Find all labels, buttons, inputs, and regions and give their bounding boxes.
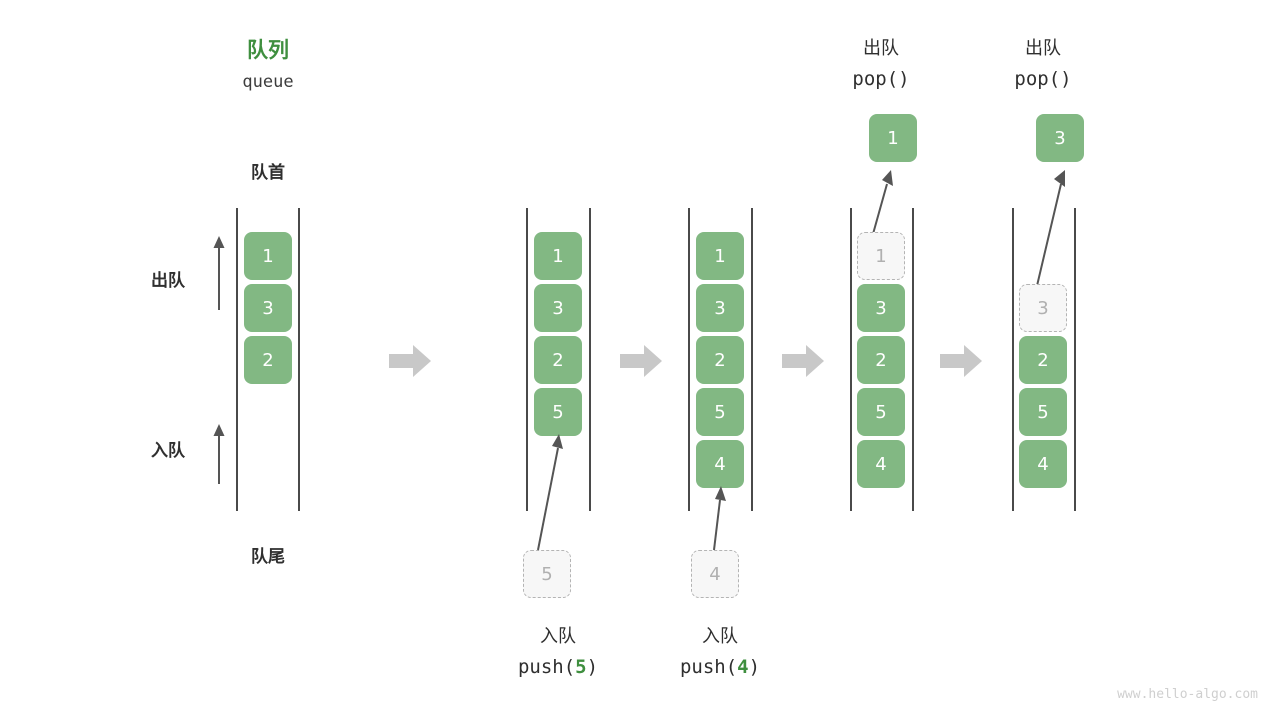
queue-node: 4	[857, 440, 905, 488]
stage-caption-cn: 入队	[540, 626, 576, 647]
queue-rail-right	[589, 208, 591, 511]
rear-label: 队尾	[251, 547, 285, 567]
stage-caption-code: push(5)	[478, 656, 638, 678]
push-prefix: push(	[517, 656, 576, 678]
incoming-ghost-node: 4	[691, 550, 739, 598]
removed-ghost-node: 3	[1019, 284, 1067, 332]
removed-ghost-node: 1	[857, 232, 905, 280]
queue-node: 2	[534, 336, 582, 384]
push-value: 4	[737, 656, 749, 678]
queue-rail-left	[1012, 208, 1014, 511]
pop-arrow	[855, 166, 915, 236]
push-prefix: push(	[679, 656, 738, 678]
queue-title-en: queue	[242, 72, 294, 92]
queue-node: 1	[534, 232, 582, 280]
queue-node: 3	[244, 284, 292, 332]
stage-caption-cn: 出队	[1025, 38, 1061, 59]
push-suffix: )	[748, 656, 761, 678]
queue-node: 3	[534, 284, 582, 332]
stage-caption-cn: 入队	[702, 626, 738, 647]
queue-rail-right	[298, 208, 300, 511]
queue-node: 2	[244, 336, 292, 384]
stage-caption-code: pop()	[852, 68, 910, 90]
step-arrow-icon	[620, 344, 662, 378]
popped-node: 1	[869, 114, 917, 162]
queue-node: 1	[696, 232, 744, 280]
queue-rail-left	[688, 208, 690, 511]
queue-rail-right	[1074, 208, 1076, 511]
dequeue-direction-arrow	[212, 236, 226, 310]
queue-node: 5	[1019, 388, 1067, 436]
step-arrow-icon	[389, 344, 431, 378]
queue-node: 3	[857, 284, 905, 332]
popped-node: 3	[1036, 114, 1084, 162]
queue-title-cn: 队列	[247, 38, 289, 62]
front-label: 队首	[251, 163, 285, 183]
queue-rail-right	[751, 208, 753, 511]
pop-arrow	[1015, 166, 1085, 292]
push-arrow	[520, 430, 580, 552]
queue-node: 2	[1019, 336, 1067, 384]
queue-node: 5	[857, 388, 905, 436]
queue-rail-right	[912, 208, 914, 511]
stage-caption-code: pop()	[1014, 68, 1072, 90]
step-arrow-icon	[782, 344, 824, 378]
queue-node-pushed: 5	[534, 388, 582, 436]
queue-node: 4	[1019, 440, 1067, 488]
push-arrow	[690, 482, 750, 552]
enqueue-label: 入队	[151, 441, 185, 461]
incoming-ghost-node: 5	[523, 550, 571, 598]
queue-rail-left	[236, 208, 238, 511]
push-suffix: )	[586, 656, 599, 678]
queue-node: 5	[696, 388, 744, 436]
push-value: 5	[575, 656, 587, 678]
stage-caption-cn: 出队	[863, 38, 899, 59]
stage-caption-code: push(4)	[640, 656, 800, 678]
watermark: www.hello-algo.com	[1117, 687, 1258, 702]
dequeue-label: 出队	[151, 271, 185, 291]
queue-node: 2	[696, 336, 744, 384]
step-arrow-icon	[940, 344, 982, 378]
queue-node: 1	[244, 232, 292, 280]
queue-node: 2	[857, 336, 905, 384]
enqueue-direction-arrow	[212, 424, 226, 484]
queue-node-pushed: 4	[696, 440, 744, 488]
queue-rail-left	[526, 208, 528, 511]
queue-node: 3	[696, 284, 744, 332]
queue-rail-left	[850, 208, 852, 511]
